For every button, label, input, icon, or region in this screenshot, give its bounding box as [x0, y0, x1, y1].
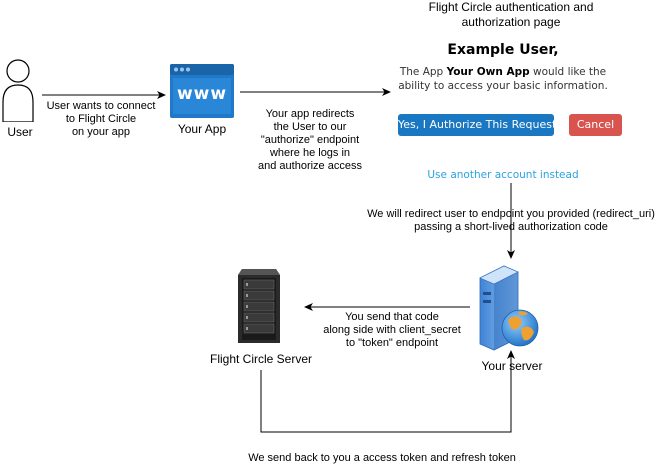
auth-message-suffix: would like the — [529, 66, 607, 78]
user-label: User — [7, 125, 33, 139]
edge-text-line: Your app redirects — [265, 108, 355, 120]
auth-page-title: Flight Circle authentication and authori… — [400, 0, 622, 30]
arrow-fc-to-server — [260, 350, 515, 433]
edge-text-line: You send that code — [345, 311, 439, 323]
edge-text-line: to Flight Circle — [65, 113, 137, 125]
cancel-button[interactable]: Cancel — [569, 114, 622, 136]
edge-label-auth-to-server: We will redirect user to endpoint you pr… — [366, 208, 656, 234]
server-rack-icon — [238, 269, 280, 343]
edge-text-line: "authorize" endpoint — [260, 134, 360, 146]
edge-text-line: User wants to connect — [46, 100, 156, 112]
edge-text-line: We will redirect user to endpoint you pr… — [367, 208, 655, 220]
your-server-node — [474, 262, 544, 352]
auth-user-name: Example User, — [447, 42, 559, 58]
auth-message-prefix: The App — [399, 66, 447, 78]
auth-title-line: authorization page — [461, 15, 561, 29]
flight-circle-server-node — [236, 265, 282, 345]
web-server-icon — [479, 265, 539, 351]
edge-label-app-to-auth: Your app redirects the User to our "auth… — [248, 108, 372, 173]
auth-title-line: Flight Circle authentication and — [428, 0, 594, 14]
your-app-label: Your App — [177, 122, 227, 136]
edge-label-user-to-app: User wants to connect to Flight Circle o… — [40, 100, 162, 139]
edge-text-line: along side with client_secret — [323, 324, 461, 336]
your-server-label: Your server — [481, 359, 543, 373]
edge-label-server-to-fc: You send that code along side with clien… — [318, 311, 466, 350]
user-node — [0, 58, 40, 138]
edge-text-line: to "token" endpoint — [345, 337, 439, 349]
user-icon — [2, 59, 34, 122]
edge-text-line: where he logs in — [269, 147, 351, 159]
edge-text-line: and authorize access — [258, 160, 362, 172]
auth-message: The App Your Own App would like the abil… — [392, 65, 614, 93]
auth-message-line2: ability to access your basic information… — [398, 80, 608, 92]
edge-text-line: on your app — [71, 126, 131, 138]
edge-text-line: the User to our — [273, 121, 347, 133]
edge-label-fc-to-server: We send back to you a access token and r… — [248, 452, 516, 464]
authorize-button[interactable]: Yes, I Authorize This Request — [398, 114, 556, 136]
edge-text-line: passing a short-lived authorization code — [414, 221, 608, 233]
flight-circle-server-label: Flight Circle Server — [209, 352, 313, 366]
browser-window-icon — [170, 64, 234, 118]
use-another-account-link[interactable]: Use another account instead — [427, 169, 579, 181]
browser-www-text: www — [176, 84, 228, 104]
your-app-node: www — [170, 64, 234, 118]
auth-app-name: Your Own App — [446, 66, 530, 78]
